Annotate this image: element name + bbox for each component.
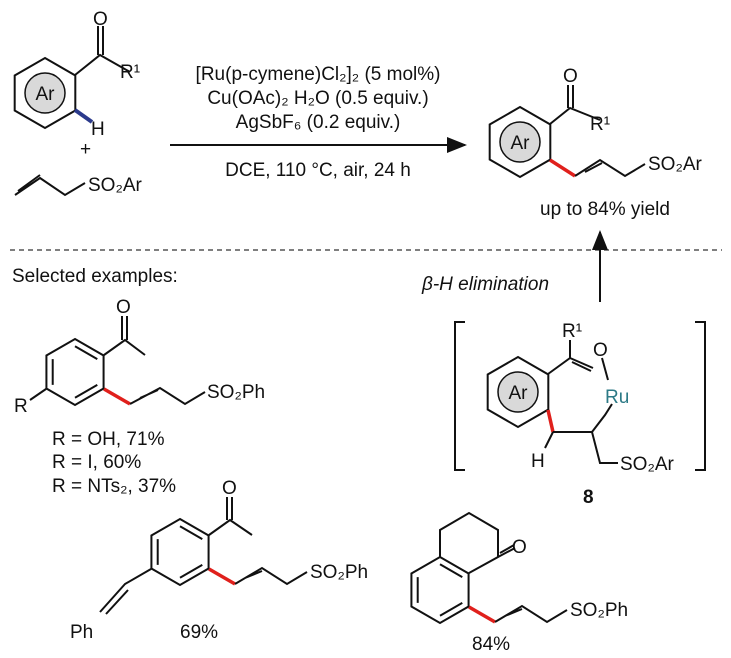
intermediate-8: Ar R¹ O Ru H SO₂Ar 8 [454,321,706,508]
double-bond [74,345,98,360]
benzene-ring [150,517,210,587]
so2ar-label: SO₂Ar [648,154,703,175]
additive-condition: AgSbF₆ (0.2 equiv.) [236,112,401,133]
r1-label: R¹ [590,114,610,135]
so2ar-label: SO₂Ar [620,454,675,475]
ruthenium-label: Ru [605,387,629,408]
benzene-ring [410,555,470,625]
double-bond [439,563,463,578]
yield-oh: R = OH, 71% [52,429,165,450]
oxygen-label: O [116,297,131,318]
step-label: β-H elimination [421,274,549,295]
example-1: O SO₂Ph R R = OH, 71% R = I, 60% R = NTs… [14,297,265,497]
so2ph-label: SO₂Ph [570,600,628,621]
r1-label: R¹ [562,321,582,342]
example-2: O SO₂Ph Ph 69% [70,478,368,643]
double-bond [179,525,203,540]
brackets [454,321,706,471]
oxygen-label: O [593,340,608,361]
phenyl-label: Ph [70,622,93,643]
plus-sign: + [80,139,91,160]
r-label: R [14,396,28,417]
example-3: O SO₂Ph 84% [410,511,628,655]
product: Ar O R¹ SO₂Ar [488,66,703,179]
solvent-temp-condition: DCE, 110 °C, air, 24 h [225,160,411,181]
yield-i: R = I, 60% [52,452,141,473]
oxygen-label: O [222,478,237,499]
aryl-label: Ar [511,133,531,154]
oxygen-label: O [512,537,527,558]
benzene-ring [488,105,552,179]
aryl-label: Ar [36,84,56,105]
so2ar-label: SO₂Ar [88,175,143,196]
examples-heading: Selected examples: [12,266,178,287]
double-bond [74,384,98,399]
yield-label: up to 84% yield [540,199,670,220]
double-bond [179,564,203,579]
oxygen-label: O [93,9,108,30]
aryl-circle [24,72,66,114]
benzene-ring [486,355,550,429]
benzene-ring [45,337,105,407]
oxygen-label: O [563,66,578,87]
starting-arene: Ar O R¹ H [13,9,140,140]
hydrogen-label: H [91,119,105,140]
yield-ntS2: R = NTs₂, 37% [52,476,176,497]
r1-label: R¹ [120,62,140,83]
aryl-label: Ar [509,383,529,404]
oxidant-condition: Cu(OAc)₂ H₂O (0.5 equiv.) [207,88,428,109]
hydrogen-label: H [531,451,545,472]
so2ph-label: SO₂Ph [310,562,368,583]
so2ph-label: SO₂Ph [207,382,265,403]
yield-label: 69% [180,622,218,643]
benzene-ring [13,56,77,130]
compound-number: 8 [583,487,594,508]
allyl-sulfone: SO₂Ar [14,174,143,197]
yield-label: 84% [472,634,510,655]
double-bond [439,602,463,617]
catalyst-condition: [Ru(p-cymene)Cl₂]₂ (5 mol%) [196,64,441,85]
